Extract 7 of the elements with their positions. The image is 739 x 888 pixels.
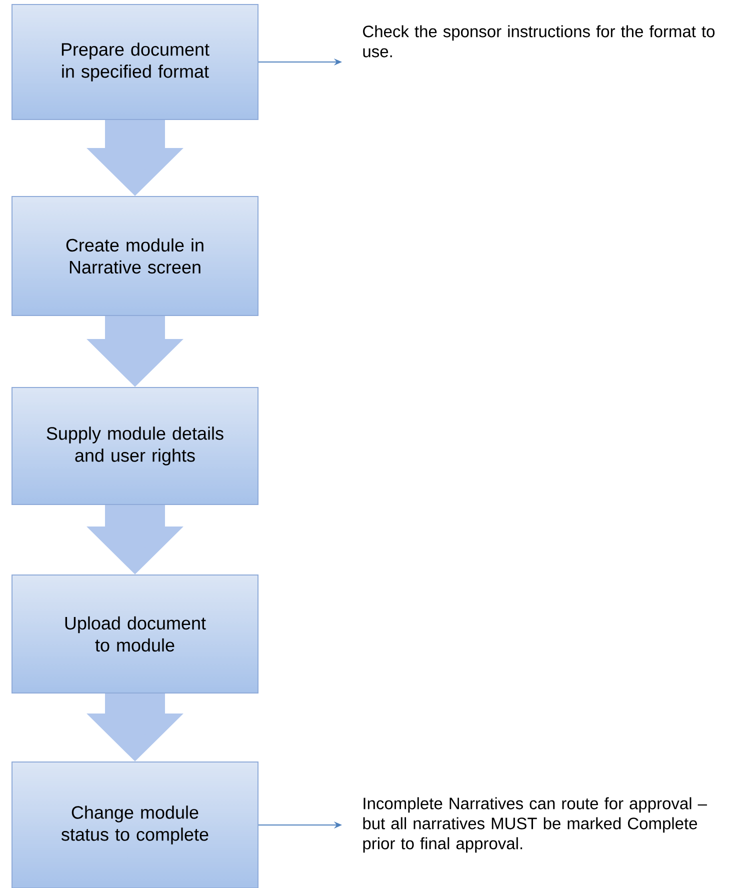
process-box: Upload document to module — [12, 574, 258, 694]
process-box: Supply module details and user rights — [12, 387, 258, 505]
note-text: Check the sponsor instructions for the format to use. — [363, 25, 715, 58]
note-text: Incomplete Narratives can route for approval – but all narratives MUST be marked Complete prior to final approval. — [363, 797, 707, 853]
process-box: Change module status to complete — [12, 762, 258, 888]
process-box: Prepare document in specified format — [12, 4, 258, 120]
process-box: Create module in Narrative screen — [12, 196, 258, 316]
